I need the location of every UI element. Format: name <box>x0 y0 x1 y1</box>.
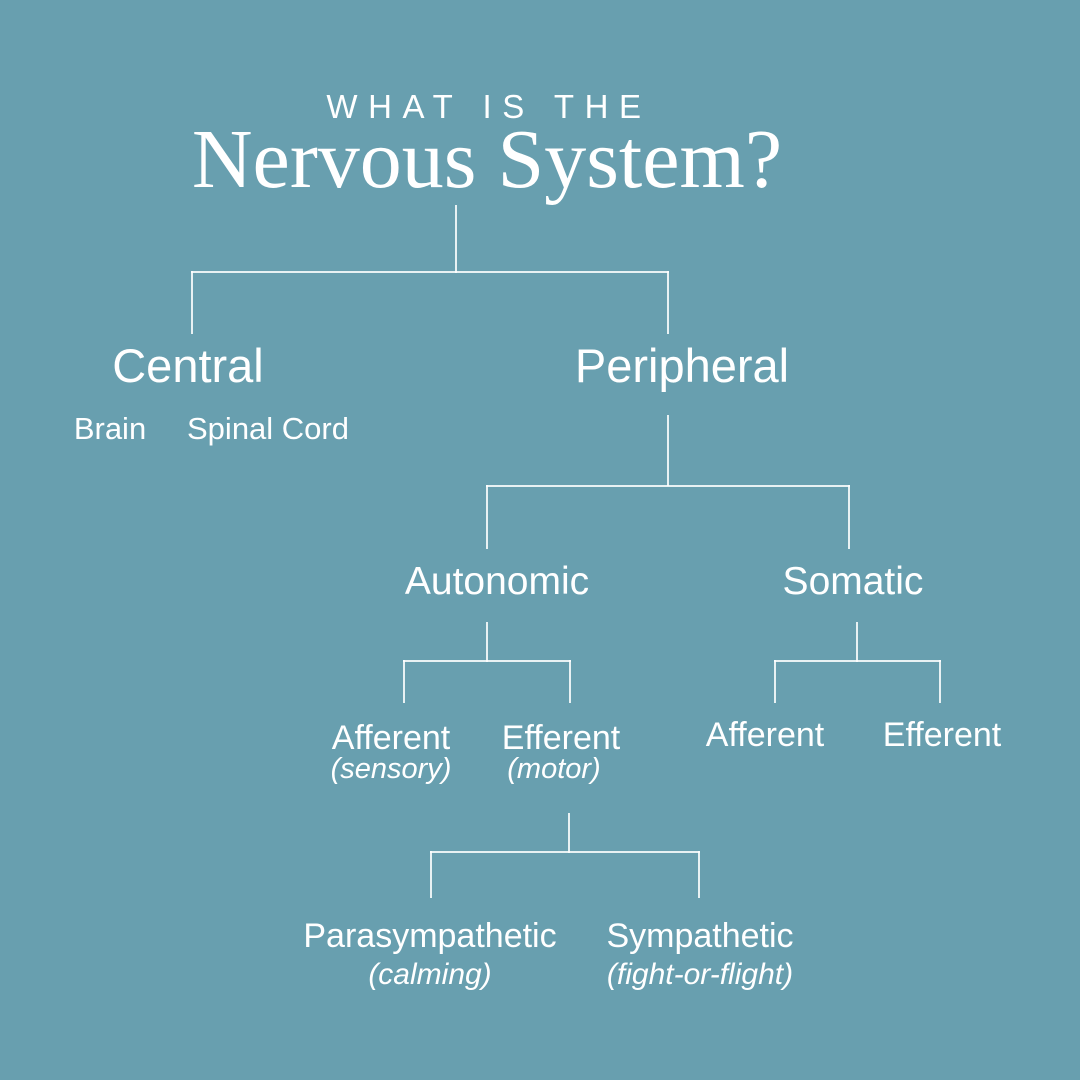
connector-somatic-efferent-drop <box>939 660 941 703</box>
connector-autonomic-efferent-drop <box>569 660 571 703</box>
connector-somatic-afferent-drop <box>774 660 776 703</box>
node-somatic-efferent-label: Efferent <box>882 716 1002 754</box>
node-parasympathetic-sublabel: (calming) <box>368 958 492 991</box>
node-sympathetic-label: Sympathetic <box>606 917 794 955</box>
connector-autonomic-afferent-drop <box>403 660 405 703</box>
node-autonomic-afferent-sublabel: (sensory) <box>330 753 452 785</box>
node-parasympathetic-label: Parasympathetic <box>303 917 557 955</box>
connector-efferent-bar <box>430 851 700 853</box>
connector-autonomic-drop <box>486 485 488 549</box>
connector-somatic-drop <box>848 485 850 549</box>
node-sympathetic-sublabel: (fight-or-flight) <box>606 958 794 991</box>
node-central-label: Central <box>112 339 264 392</box>
connector-sympathetic-drop <box>698 851 700 898</box>
connector-peripheral-drop <box>667 271 669 334</box>
connector-somatic-bar <box>774 660 941 662</box>
connector-autonomic-stem <box>486 622 488 662</box>
node-autonomic-efferent-sublabel: (motor) <box>507 753 601 785</box>
node-autonomic-efferent-label: Efferent <box>501 719 621 757</box>
page-title: Nervous System? <box>191 113 783 206</box>
connector-somatic-stem <box>856 622 858 662</box>
connector-efferent-stem <box>568 813 570 853</box>
connector-peripheral-stem <box>667 415 669 486</box>
node-brain-label: Brain <box>73 411 147 446</box>
connector-root-stem <box>455 205 457 273</box>
connector-level1-bar <box>191 271 669 273</box>
connector-level2-bar <box>486 485 850 487</box>
node-spinal-cord-label: Spinal Cord <box>187 411 349 446</box>
title-eyebrow: WHAT IS THE <box>326 88 652 125</box>
node-peripheral-label: Peripheral <box>574 339 790 392</box>
connector-central-drop <box>191 271 193 334</box>
node-somatic-afferent-label: Afferent <box>705 716 825 754</box>
node-autonomic-afferent-label: Afferent <box>331 719 451 757</box>
node-autonomic-label: Autonomic <box>404 560 590 603</box>
connector-autonomic-bar <box>403 660 571 662</box>
connector-parasympathetic-drop <box>430 851 432 898</box>
node-somatic-label: Somatic <box>782 560 924 603</box>
